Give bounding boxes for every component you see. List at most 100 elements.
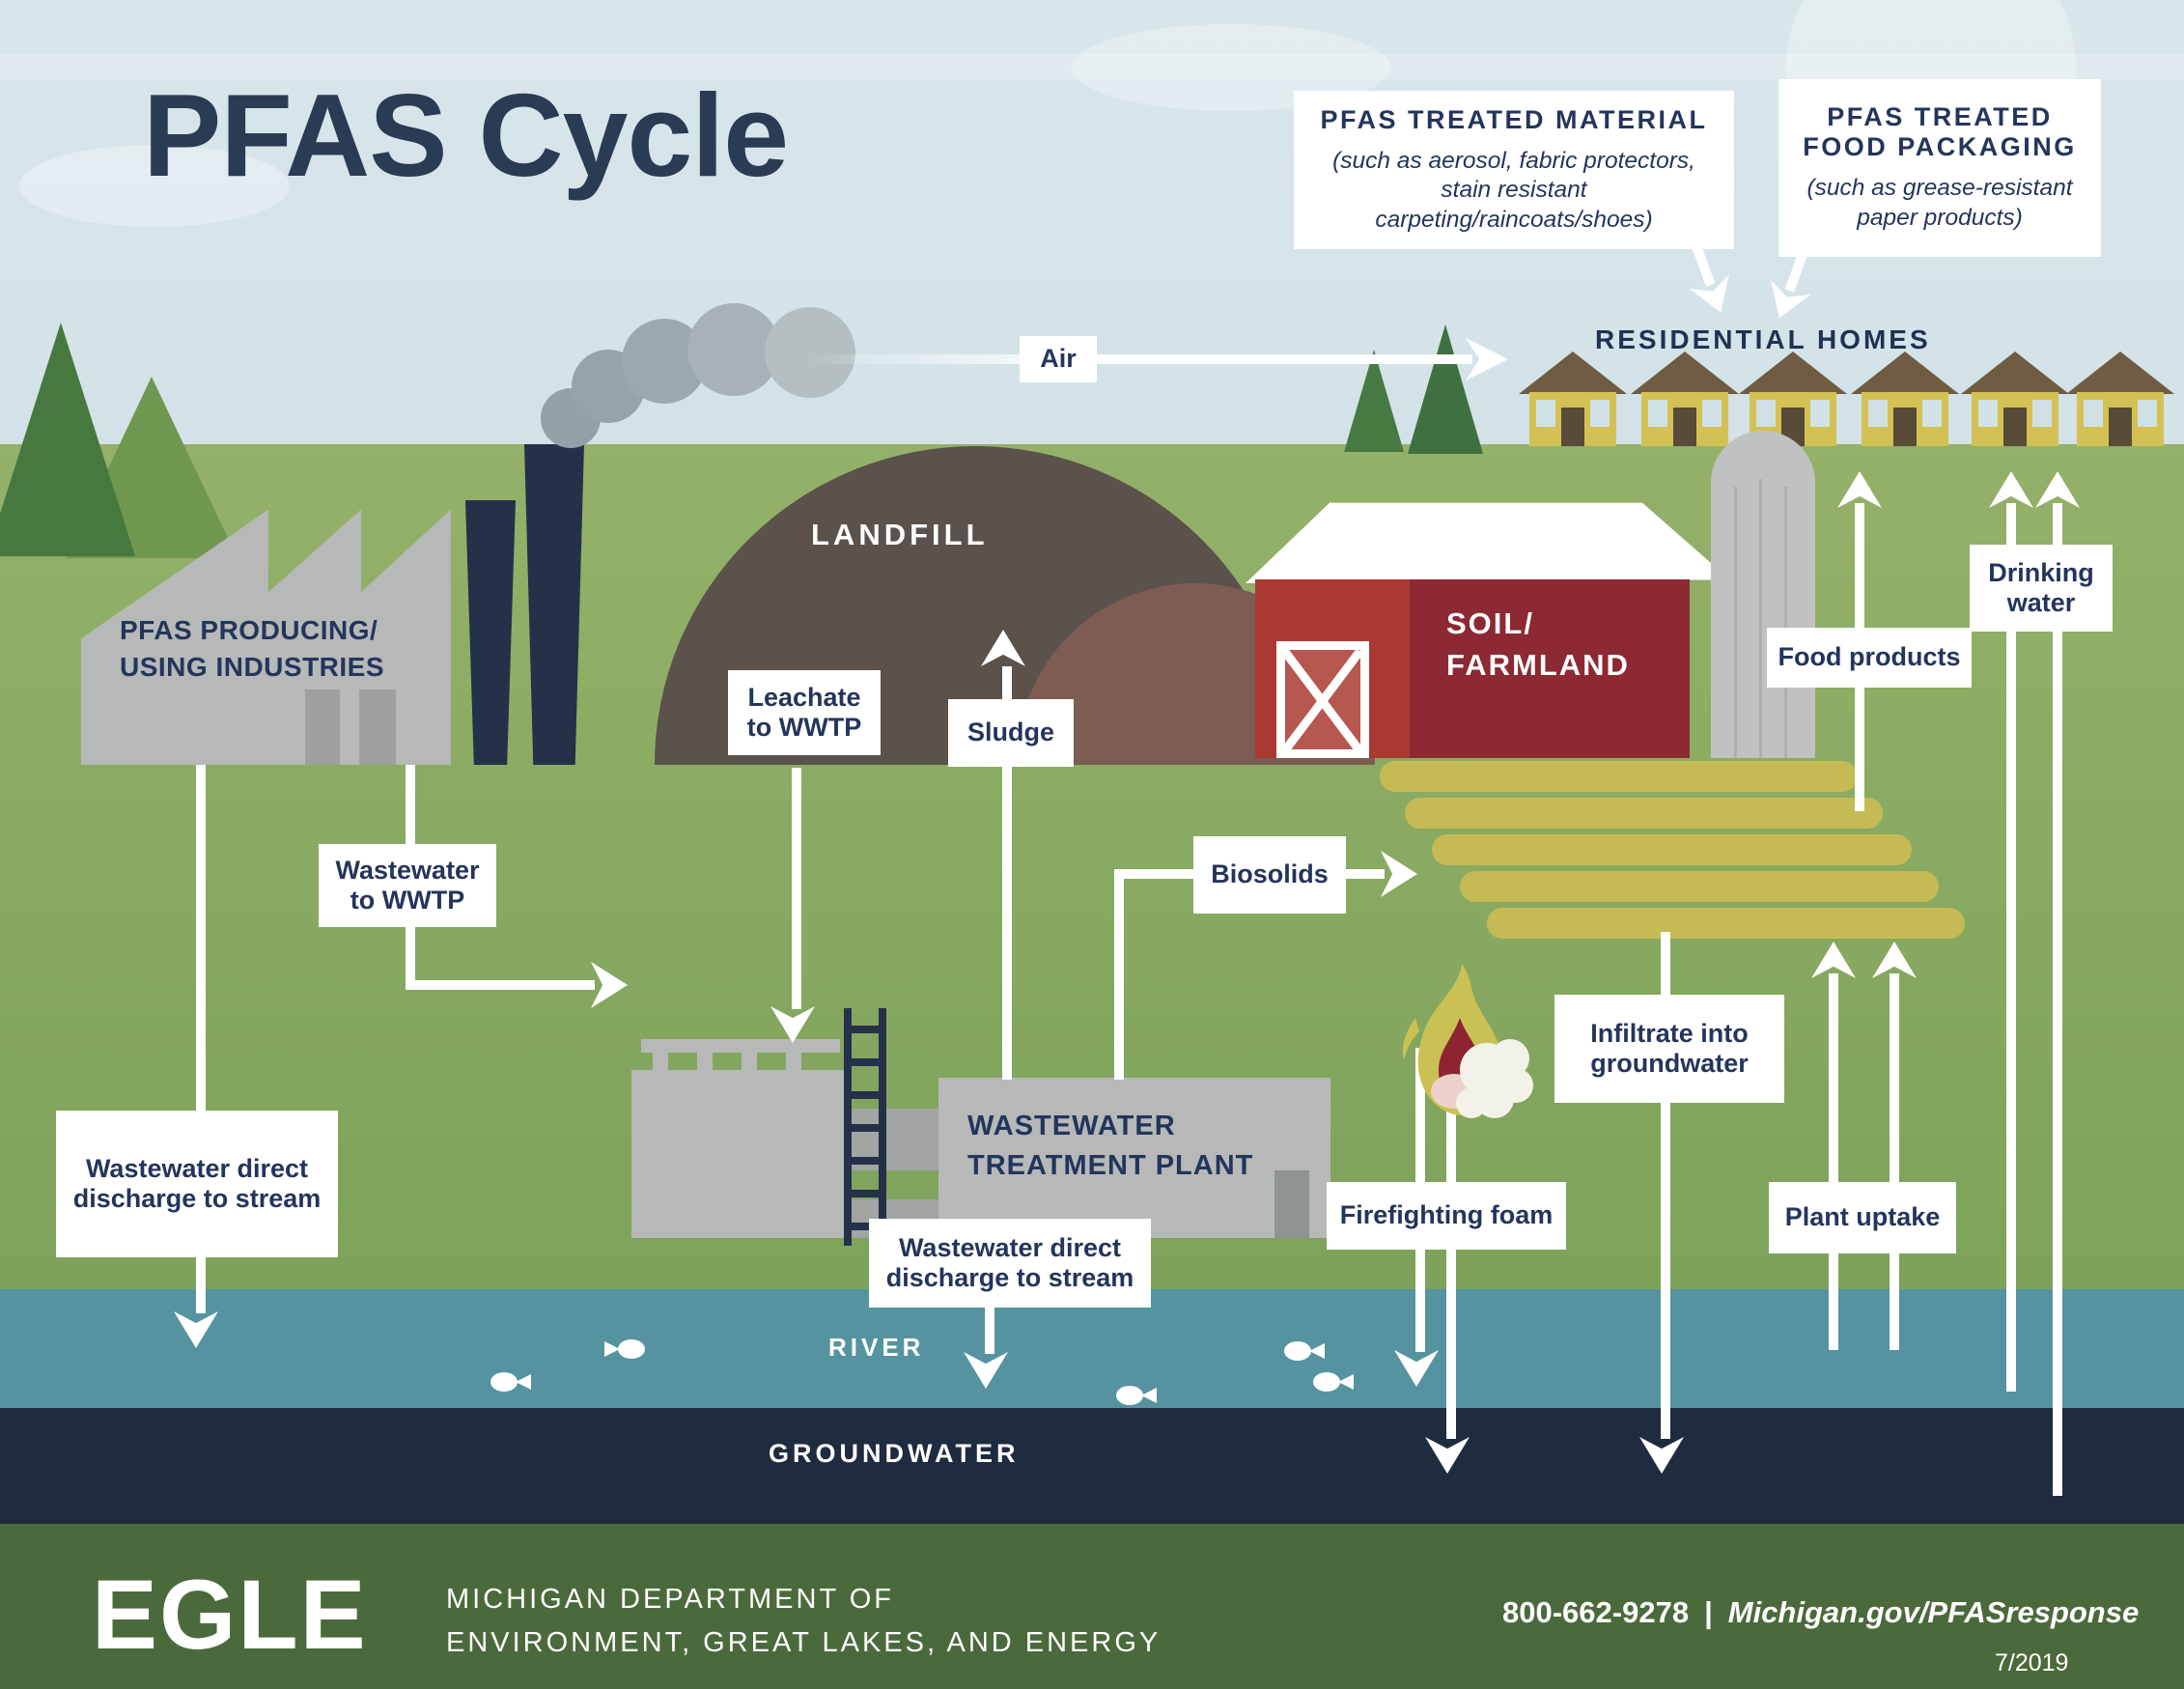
fish-icon (1116, 1385, 1157, 1406)
phone-number: 800-662-9278 (1502, 1595, 1690, 1629)
house-icon (1631, 352, 1739, 446)
foam-cloud-icon (1456, 1039, 1533, 1118)
house-roof (1631, 352, 1739, 394)
leachate-label: Leachate to WWTP (728, 670, 881, 755)
discharge-center-label: Wastewater direct discharge to stream (869, 1219, 1151, 1308)
callout-packaging-title: PFAS TREATED FOOD PACKAGING (1803, 102, 2077, 162)
smokestack-icon (524, 444, 584, 765)
wwtp-building (938, 1078, 1330, 1238)
smokestack-icon (465, 500, 516, 765)
plant-uptake-arrow (1890, 973, 1899, 1350)
divider: | (1704, 1595, 1713, 1629)
infiltrate-label: Infiltrate into groundwater (1554, 995, 1784, 1103)
silo-stripe (1784, 487, 1787, 758)
wwtp-label: WASTEWATER TREATMENT PLANT (967, 1111, 1254, 1181)
fish-icon (1284, 1340, 1325, 1362)
house-door (1893, 408, 1917, 446)
silo-stripe (1759, 479, 1762, 758)
wwtp-building-door (1274, 1170, 1309, 1238)
house-window (1590, 400, 1610, 427)
callout-material-note: (such as aerosol, fabric protectors, sta… (1332, 147, 1695, 233)
factory-door (305, 690, 340, 765)
foam-arrow (1446, 1091, 1456, 1439)
callout-pfas-treated-material: PFAS TREATED MATERIAL (such as aerosol, … (1294, 91, 1734, 249)
house-roof (2066, 352, 2174, 394)
crop-row (1460, 871, 1939, 902)
house-door (1561, 408, 1584, 446)
firefighting-foam-label: Firefighting foam (1327, 1182, 1566, 1250)
house-icon (2066, 352, 2174, 446)
fish-icon (1313, 1371, 1354, 1393)
department-line1: MICHIGAN DEPARTMENT OF (446, 1584, 894, 1615)
ladder-rung (844, 1058, 886, 1066)
house-window (2084, 400, 2103, 427)
cloud-icon (19, 145, 290, 227)
ladder-rung (844, 1157, 886, 1165)
house-window (2032, 400, 2052, 427)
discharge-left-label: Wastewater direct discharge to stream (56, 1111, 338, 1257)
crop-row (1487, 908, 1965, 939)
house-icon (1519, 352, 1627, 446)
website-url: Michigan.gov/PFASresponse (1727, 1595, 2140, 1629)
leachate-arrow (792, 768, 801, 1009)
silo-stripe (1734, 487, 1737, 758)
house-window (1648, 400, 1667, 427)
crop-row (1432, 834, 1912, 865)
drinking-water-arrow (2006, 503, 2016, 1392)
biosolids-label: Biosolids (1193, 836, 1346, 914)
landfill-label: LANDFILL (811, 518, 989, 551)
air-arrow (806, 354, 1472, 364)
groundwater-band (0, 1408, 2184, 1524)
page-title: PFAS Cycle (143, 70, 789, 201)
house-roof (1519, 352, 1627, 394)
sludge-label: Sludge (948, 699, 1074, 767)
callout-pfas-treated-food-packaging: PFAS TREATED FOOD PACKAGING (such as gre… (1778, 79, 2101, 257)
callout-material-title: PFAS TREATED MATERIAL (1320, 104, 1708, 134)
plant-uptake-label: Plant uptake (1769, 1182, 1956, 1253)
department-line2: ENVIRONMENT, GREAT LAKES, AND ENERGY (446, 1626, 1162, 1658)
drinking-water-label: Drinking water (1970, 545, 2113, 632)
house-door (1673, 408, 1696, 446)
barn-side (1410, 579, 1690, 758)
house-window (1978, 400, 1998, 427)
house-roof (1739, 352, 1847, 394)
crop-row (1380, 761, 1858, 792)
house-window (2138, 400, 2157, 427)
industries-label: PFAS PRODUCING/ USING INDUSTRIES (120, 615, 385, 682)
house-door (2003, 408, 2027, 446)
ladder-rung (844, 1026, 886, 1033)
house-roof (1961, 352, 2069, 394)
ladder-rung (844, 1190, 886, 1197)
department-name: MICHIGAN DEPARTMENT OF ENVIRONMENT, GREA… (446, 1578, 1161, 1665)
house-window (1922, 400, 1942, 427)
house-icon (1961, 352, 2069, 446)
wwtp-ladder (844, 1008, 886, 1246)
house-roof (1851, 352, 1959, 394)
footer-bar (0, 1524, 2184, 1689)
barn-door (1276, 641, 1369, 758)
fish-icon (604, 1338, 645, 1360)
wwtp-tank-post (697, 1053, 713, 1070)
silo (1711, 431, 1815, 758)
house-window (1756, 400, 1776, 427)
groundwater-label: GROUNDWATER (769, 1439, 1020, 1468)
egle-logo: EGLE (92, 1560, 368, 1670)
house-window (1536, 400, 1555, 427)
wwtp-tank (631, 1070, 850, 1238)
smoke-puff-icon (765, 307, 855, 398)
biosolids-arrow (1114, 874, 1124, 1080)
wwtp-tank-post (653, 1053, 668, 1070)
wastewater-to-wwtp-label: Wastewater to WWTP (319, 844, 496, 927)
house-window (1702, 400, 1722, 427)
contact-row: 800-662-9278 | Michigan.gov/PFASresponse (1502, 1595, 2139, 1630)
cloud-band (0, 54, 2184, 79)
ladder-rung (844, 1091, 886, 1099)
flame-icon (1402, 964, 1533, 1118)
infiltrate-arrow (1661, 932, 1670, 1439)
factory-door (359, 690, 396, 765)
soil-farmland-label: SOIL/ FARMLAND (1446, 606, 1630, 683)
house-icon (1739, 352, 1847, 446)
river-band (0, 1289, 2184, 1408)
house-window (1868, 400, 1888, 427)
